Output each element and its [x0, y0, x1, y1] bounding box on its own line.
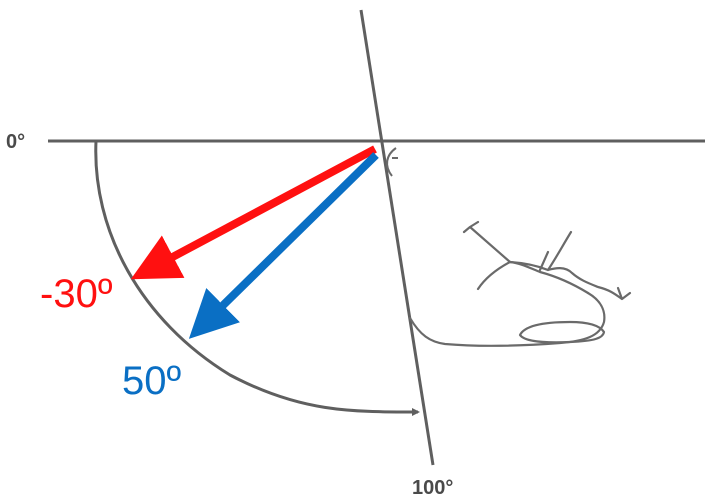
red-angle-label: -30º: [40, 272, 113, 316]
zero-degree-label: 0°: [6, 131, 25, 153]
blue-angle-label: 50º: [122, 359, 181, 403]
blue-angle-arrow: [188, 152, 379, 339]
foot-sketch: [408, 220, 632, 347]
rotation-arc: [94, 140, 420, 416]
angle-mark-icon: [386, 147, 398, 177]
hundred-degree-label: 100°: [412, 477, 453, 499]
tilted-reference-line: [359, 9, 435, 466]
red-angle-arrow: [130, 145, 377, 280]
